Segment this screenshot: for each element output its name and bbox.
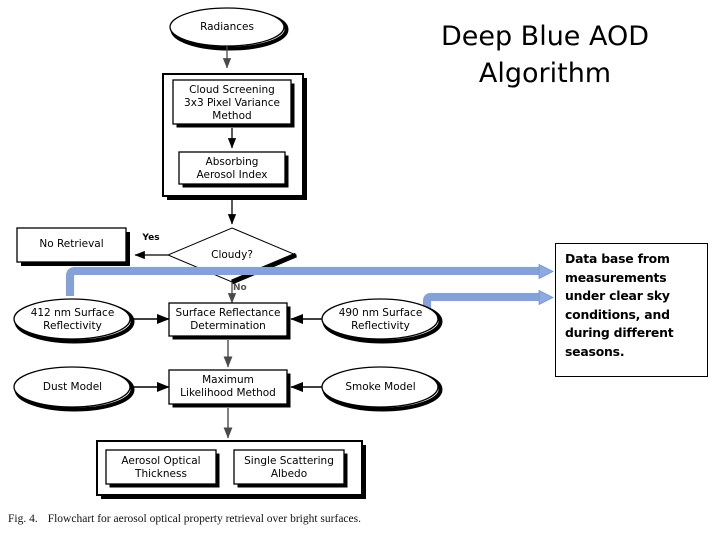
node-radiances-outline	[169, 7, 285, 47]
node-ssa-outline	[233, 449, 345, 485]
blue-arrow-412-head	[538, 263, 554, 280]
node-absorbing-index-outline	[178, 151, 286, 185]
node-cloud-screening	[172, 79, 295, 128]
blue-arrow-490-edge	[422, 292, 540, 312]
node-ssa	[233, 449, 348, 488]
node-no-retrieval-outline	[16, 227, 127, 263]
node-smoke-model-outline	[321, 366, 439, 408]
blue-arrow-412-to-database	[65, 263, 554, 296]
node-aod-outline	[105, 449, 217, 485]
database-note-text: Data base from measurements under clear …	[565, 251, 674, 359]
figure-caption-number: Fig. 4.	[8, 513, 38, 525]
blue-arrow-412-path	[66, 267, 540, 296]
database-note-box: Data base from measurements under clear …	[555, 243, 708, 377]
node-absorbing-index	[178, 151, 289, 188]
blue-arrow-490-path	[423, 293, 540, 312]
node-surface-reflectance-outline	[168, 302, 288, 337]
node-surf-490-outline	[321, 298, 439, 340]
page-title: Deep Blue AOD Algorithm	[440, 21, 650, 89]
node-dust-model-outline	[13, 366, 131, 408]
node-cloud-screening-outline	[172, 79, 292, 125]
node-no-retrieval	[16, 227, 130, 266]
node-max-likelihood-outline	[168, 369, 288, 405]
node-max-likelihood	[168, 369, 291, 408]
node-surf-412-outline	[13, 298, 131, 340]
node-aod	[105, 449, 220, 488]
node-surf-412	[13, 298, 135, 344]
blue-arrow-412-edge	[65, 266, 540, 296]
figure-caption: Fig. 4. Flowchart for aerosol optical pro…	[8, 513, 361, 525]
node-smoke-model	[321, 366, 443, 412]
figure-caption-text: Flowchart for aerosol optical property r…	[47, 513, 361, 525]
blue-arrow-490-to-database	[422, 289, 554, 312]
node-surface-reflectance	[168, 302, 291, 340]
node-surf-490	[321, 298, 443, 344]
blue-arrow-490-head	[538, 289, 554, 306]
node-radiances	[169, 7, 289, 51]
node-dust-model	[13, 366, 135, 412]
